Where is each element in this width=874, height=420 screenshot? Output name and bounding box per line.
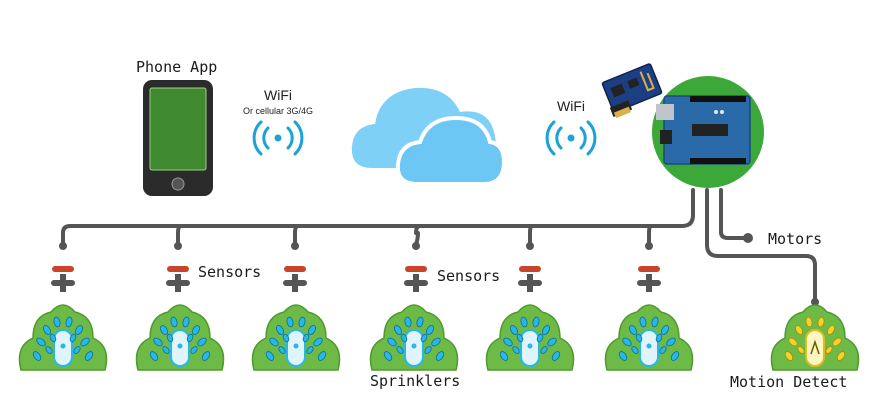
pipe-end-63 <box>59 242 67 250</box>
sprinkler-icon <box>604 304 694 371</box>
cloud-icon <box>351 87 507 186</box>
pipe-end-649 <box>645 242 653 250</box>
sensor-valve-icon <box>166 266 190 292</box>
wifi-signal-icon <box>545 120 597 156</box>
main-pipe <box>61 188 695 247</box>
branch-pipe-2 <box>176 224 183 247</box>
pipe-end-295 <box>291 242 299 250</box>
smartphone-icon <box>143 80 213 196</box>
sprinklers-label: Sprinklers <box>370 372 460 390</box>
motion-pipe <box>705 188 817 302</box>
sensors-label-2: Sensors <box>437 267 500 285</box>
motor-pipe <box>719 188 748 240</box>
branch-pipe-4b <box>414 224 422 235</box>
sprinkler-icon <box>251 304 341 371</box>
sensor-valve-icon <box>283 266 307 292</box>
sprinkler-icon <box>485 304 575 371</box>
sensor-valve-icon <box>637 266 661 292</box>
arduino-board-icon <box>652 76 764 188</box>
pipe-network <box>61 188 817 302</box>
sprinkler-icon <box>369 304 459 371</box>
wifi-left-label: WiFi <box>264 87 292 103</box>
motion-detect-label: Motion Detect <box>730 373 847 391</box>
pipe-end-530 <box>526 242 534 250</box>
esp8266-wifi-module-icon <box>601 63 663 119</box>
branch-pipe-5 <box>528 224 534 247</box>
phone-app-label: Phone App <box>136 58 217 76</box>
wifi-signal-icon <box>252 120 304 156</box>
branch-pipe-3 <box>293 224 300 247</box>
sprinkler-icon <box>18 304 108 371</box>
sensor-valve-icon <box>518 266 542 292</box>
sensor-valve-icon <box>51 266 75 292</box>
motor-end <box>743 233 753 243</box>
sensors-label-1: Sensors <box>198 263 261 281</box>
wifi-right-label: WiFi <box>557 98 585 114</box>
pipe-end-416 <box>412 242 420 250</box>
motion-detector-icon <box>770 304 860 371</box>
sprinkler-icon <box>135 304 225 371</box>
sensor-valve-icon <box>404 266 428 292</box>
motion-end <box>811 298 819 306</box>
pipe-end-178 <box>174 242 182 250</box>
wifi-left-sublabel: Or cellular 3G/4G <box>243 106 313 116</box>
motors-label: Motors <box>768 230 822 248</box>
branch-pipe-6 <box>647 224 653 247</box>
